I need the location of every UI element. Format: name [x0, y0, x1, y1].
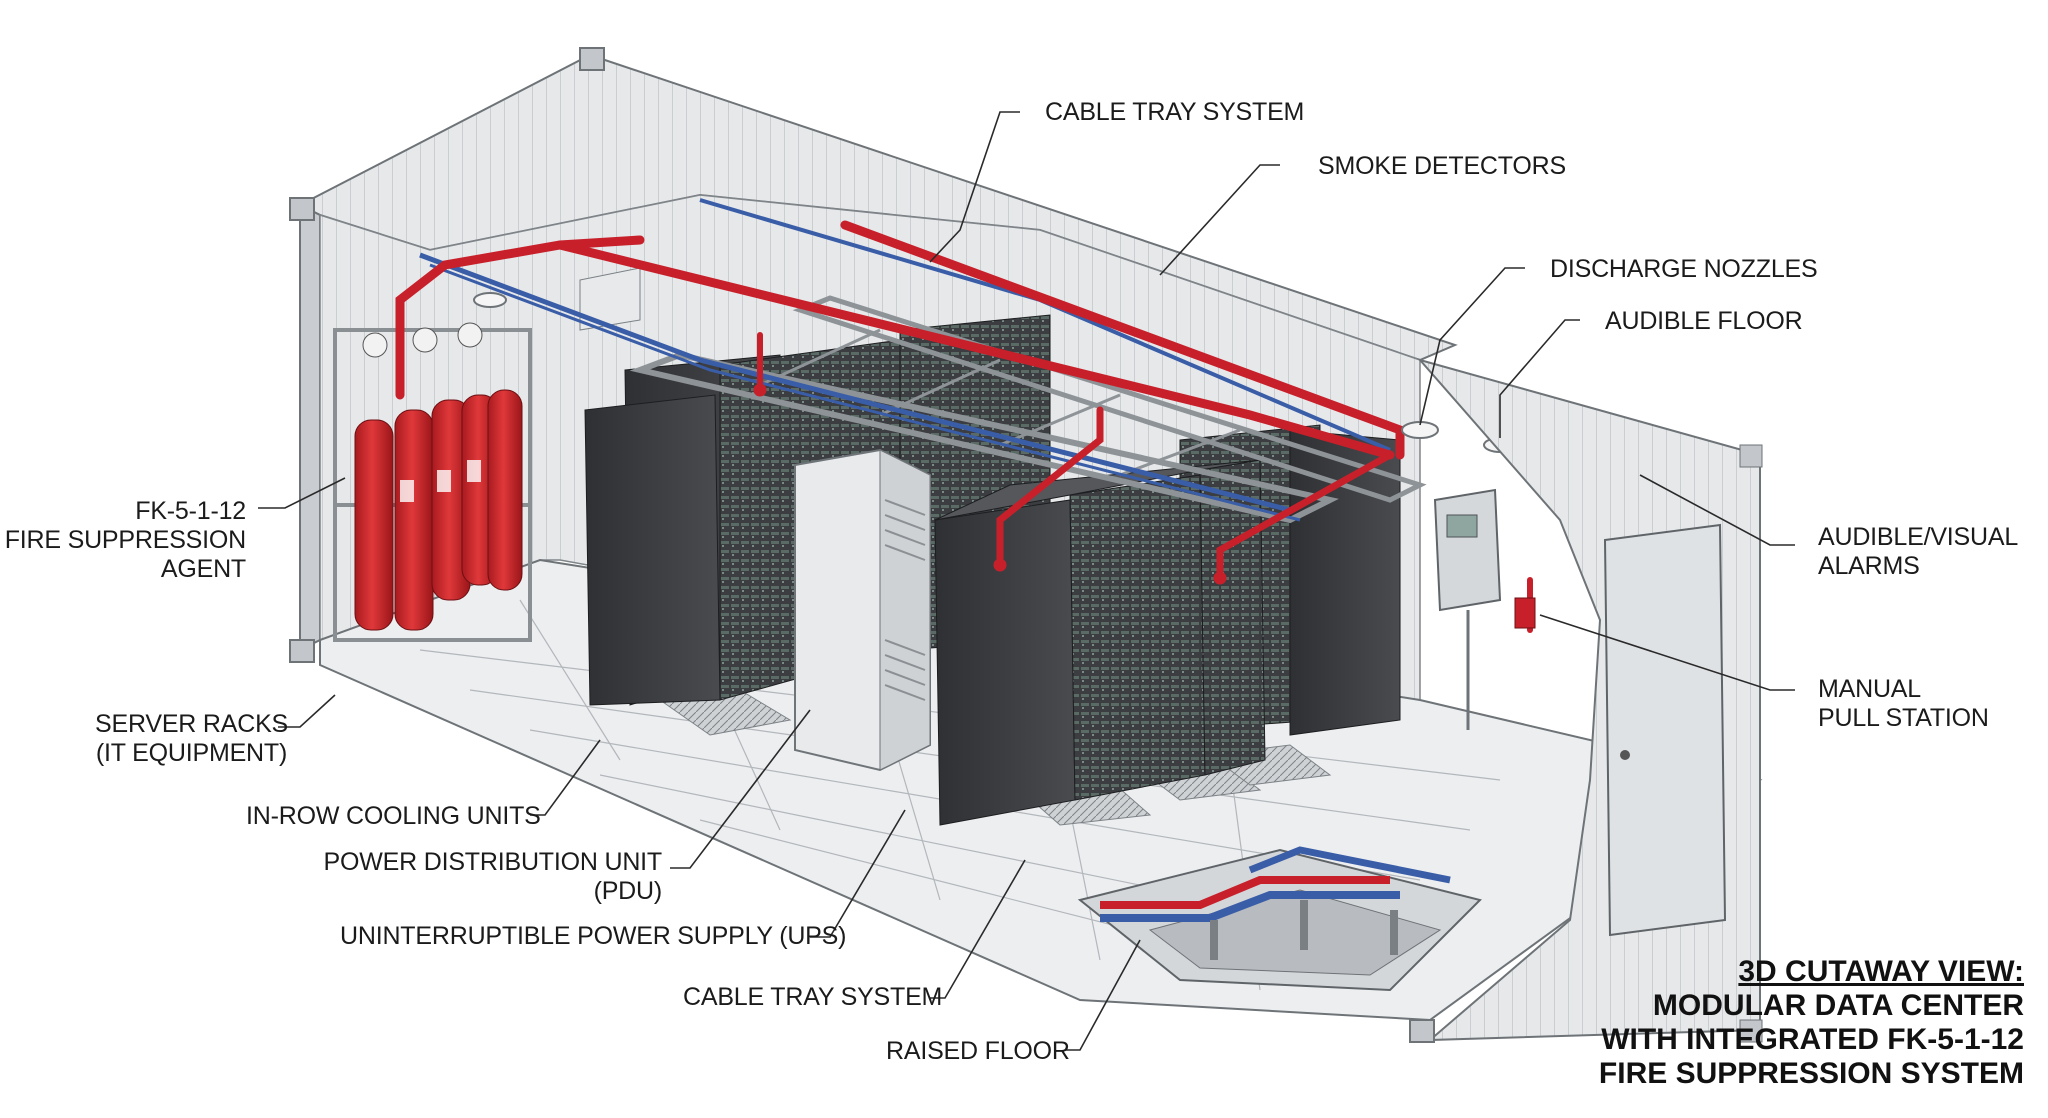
leader-lines: [258, 111, 1795, 1051]
label-pull-line1: MANUAL: [1818, 675, 1921, 703]
label-manual-pull-station: MANUAL PULL STATION: [1818, 675, 1989, 733]
label-racks-line1: SERVER RACKS: [95, 710, 289, 738]
label-audible-floor: AUDIBLE FLOOR: [1605, 307, 1803, 335]
label-in-row-cooling: IN-ROW COOLING UNITS: [246, 802, 541, 830]
container-end-wall: [1417, 358, 1763, 1043]
label-ups: UNINTERRUPTIBLE POWER SUPPLY (UPS): [340, 922, 847, 950]
title-line2: MODULAR DATA CENTER: [1652, 989, 2024, 1022]
label-pdu-line2: (PDU): [593, 877, 663, 905]
label-fk-5-1-12-agent: FK-5-1-12 FIRE SUPPRESSION AGENT: [5, 497, 246, 584]
label-agent-line3: AGENT: [160, 555, 246, 583]
fire-control-panel: [1433, 488, 1502, 730]
diagram-title: 3D CUTAWAY VIEW: MODULAR DATA CENTER WIT…: [1599, 955, 2024, 1091]
title-line4: FIRE SUPPRESSION SYSTEM: [1598, 1057, 2024, 1090]
label-pull-line2: PULL STATION: [1818, 704, 1989, 732]
label-agent-line1: FK-5-1-12: [135, 497, 246, 525]
raised-floor-cutout: [1077, 846, 1482, 992]
fk-5-1-12-cylinder-bank: [333, 322, 532, 642]
manual-pull-station: [1514, 597, 1536, 629]
label-smoke-detectors: SMOKE DETECTORS: [1318, 152, 1566, 180]
label-audible-visual-alarms: AUDIBLE/VISUAL ALARMS: [1818, 523, 2018, 581]
server-racks-front-row: [934, 459, 1266, 826]
label-pdu-line1: POWER DISTRIBUTION UNIT: [323, 848, 663, 876]
label-racks-line2: (IT EQUIPMENT): [95, 739, 288, 767]
label-discharge-nozzles: DISCHARGE NOZZLES: [1550, 255, 1818, 283]
in-row-cooling-unit: [794, 448, 931, 772]
suppression-piping: [395, 220, 1533, 633]
label-cable-tray-bottom: CABLE TRAY SYSTEM: [683, 983, 943, 1011]
label-alarms-line1: AUDIBLE/VISUAL: [1818, 523, 2019, 551]
title-line3: WITH INTEGRATED FK-5-1-12: [1601, 1023, 2024, 1056]
label-cable-tray-top: CABLE TRAY SYSTEM: [1045, 98, 1305, 126]
label-pdu: POWER DISTRIBUTION UNIT (PDU): [323, 848, 663, 906]
label-server-racks: SERVER RACKS (IT EQUIPMENT): [95, 710, 288, 768]
corner-castings: [289, 47, 1435, 1043]
title-line1: 3D CUTAWAY VIEW:: [1738, 955, 2024, 988]
label-agent-line2: FIRE SUPPRESSION: [4, 526, 246, 554]
overhead-cable-tray: [419, 198, 1427, 524]
label-alarms-line2: ALARMS: [1818, 552, 1920, 580]
label-raised-floor: RAISED FLOOR: [886, 1037, 1070, 1065]
